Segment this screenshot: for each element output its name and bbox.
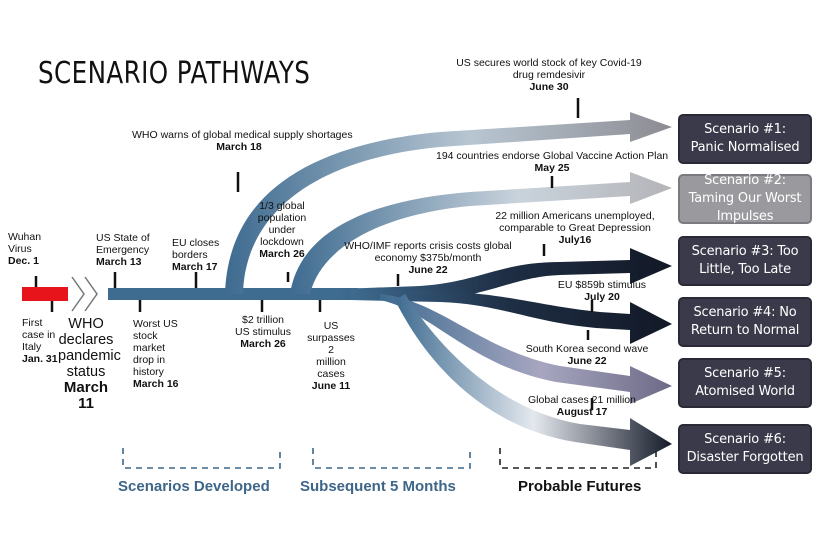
event-unemployed: 22 million Americans unemployed, compara… — [490, 210, 660, 246]
event-us-emergency: US State of Emergency March 13 — [96, 232, 150, 268]
event-text: WHO/IMF reports crisis costs global econ… — [344, 240, 512, 264]
event-date: June 30 — [529, 81, 569, 93]
scenario-5-box: Scenario #5: Atomised World — [678, 358, 812, 408]
event-text: Wuhan Virus — [8, 231, 42, 255]
scenario-4-box: Scenario #4: No Return to Normal — [678, 297, 812, 347]
phase-scenarios-developed: Scenarios Developed — [118, 478, 270, 495]
pathway-scenario-2 — [290, 172, 672, 294]
event-who-supply: WHO warns of global medical supply short… — [132, 129, 353, 153]
scenario-4-label: Scenario #4: No Return to Normal — [690, 305, 800, 338]
event-italy: First case in Italy Jan. 31 — [22, 317, 58, 365]
event-text: 194 countries endorse Global Vaccine Act… — [436, 150, 669, 162]
event-text: 1/3 global population under lockdown — [257, 200, 307, 248]
pathway-scenario-6 — [395, 294, 672, 466]
pathway-scenario-1 — [225, 112, 672, 294]
event-text: EU closes borders — [172, 237, 220, 261]
event-date: Jan. 31 — [22, 353, 58, 365]
event-text: US surpasses 2 million cases — [307, 320, 355, 380]
event-date: March 16 — [133, 378, 179, 390]
event-text: Global cases 21 million — [528, 394, 636, 406]
timeline-break-mark — [84, 276, 98, 312]
event-korea-wave: South Korea second wave June 22 — [512, 343, 662, 367]
diagram-title: SCENARIO PATHWAYS — [38, 56, 311, 91]
event-eu-stimulus: EU $859b stimulus July 20 — [552, 279, 652, 303]
scenario-2-box: Scenario #2: Taming Our Worst Impulses — [678, 173, 812, 224]
event-global-21m: Global cases 21 million August 17 — [516, 394, 648, 418]
pathway-scenario-4 — [350, 288, 672, 344]
event-text: $2 trillion US stimulus — [234, 314, 291, 338]
event-date: June 22 — [567, 355, 607, 367]
event-eu-borders: EU closes borders March 17 — [172, 237, 219, 273]
event-us-stimulus-2t: $2 trillion US stimulus March 26 — [226, 314, 300, 350]
scenario-6-label: Scenario #6: Disaster Forgotten — [686, 432, 804, 465]
scenario-3-box: Scenario #3: Too Little, Too Late — [678, 236, 812, 286]
scenario-1-box: Scenario #1: Panic Normalised — [678, 114, 812, 164]
scenario-1-label: Scenario #1: Panic Normalised — [690, 122, 800, 155]
event-who-imf: WHO/IMF reports crisis costs global econ… — [340, 240, 516, 276]
scenario-5-label: Scenario #5: Atomised World — [695, 366, 795, 399]
event-text: WHO warns of global medical supply short… — [132, 129, 353, 141]
scenario-2-label: Scenario #2: Taming Our Worst Impulses — [688, 173, 802, 224]
event-date: March 18 — [216, 141, 262, 153]
event-date: July 20 — [584, 291, 620, 303]
event-text: South Korea second wave — [525, 343, 649, 355]
event-text: First case in Italy — [22, 317, 56, 353]
event-date: May 25 — [534, 162, 570, 174]
event-us-2m-cases: US surpasses 2 million cases June 11 — [306, 320, 356, 392]
bracket-scenarios-developed — [122, 448, 281, 469]
event-date: August 17 — [556, 406, 608, 418]
event-lockdown: 1/3 global population under lockdown Mar… — [250, 200, 314, 260]
who-declares-text: WHO declares pandemic status — [58, 316, 121, 380]
event-date: March 17 — [172, 261, 218, 273]
phase-probable-futures: Probable Futures — [518, 478, 642, 495]
scenario-3-label: Scenario #3: Too Little, Too Late — [691, 244, 799, 277]
scenario-6-box: Scenario #6: Disaster Forgotten — [678, 424, 812, 474]
event-date: March 26 — [240, 338, 286, 350]
timeline-break-mark — [71, 276, 85, 312]
event-date: June 22 — [408, 264, 448, 276]
event-ticks — [34, 98, 594, 410]
event-date: March 13 — [96, 256, 142, 268]
event-date: June 11 — [311, 380, 351, 392]
event-text: Worst US stock market drop in history — [133, 318, 178, 378]
who-declares: WHO declares pandemic status March 11 — [58, 316, 121, 412]
pathway-scenario-5 — [380, 294, 672, 404]
pathway-scenario-3 — [340, 248, 672, 300]
event-wuhan: Wuhan Virus Dec. 1 — [8, 231, 41, 267]
event-remdesivir: US secures world stock of key Covid-19 d… — [452, 57, 646, 93]
event-text: EU $859b stimulus — [557, 279, 647, 291]
event-us-stock: Worst US stock market drop in history Ma… — [133, 318, 179, 390]
bracket-subsequent-months — [312, 448, 471, 469]
event-vaccine-plan: 194 countries endorse Global Vaccine Act… — [436, 150, 668, 174]
who-declares-date: March 11 — [63, 379, 109, 412]
event-date: March 26 — [259, 248, 305, 260]
phase-subsequent-months: Subsequent 5 Months — [300, 478, 456, 495]
wuhan-bar — [22, 287, 68, 301]
event-date: July16 — [558, 234, 592, 246]
event-date: Dec. 1 — [8, 255, 39, 267]
event-text: US secures world stock of key Covid-19 d… — [456, 57, 642, 81]
event-text: US State of Emergency — [96, 232, 150, 256]
event-text: 22 million Americans unemployed, compara… — [495, 210, 655, 234]
